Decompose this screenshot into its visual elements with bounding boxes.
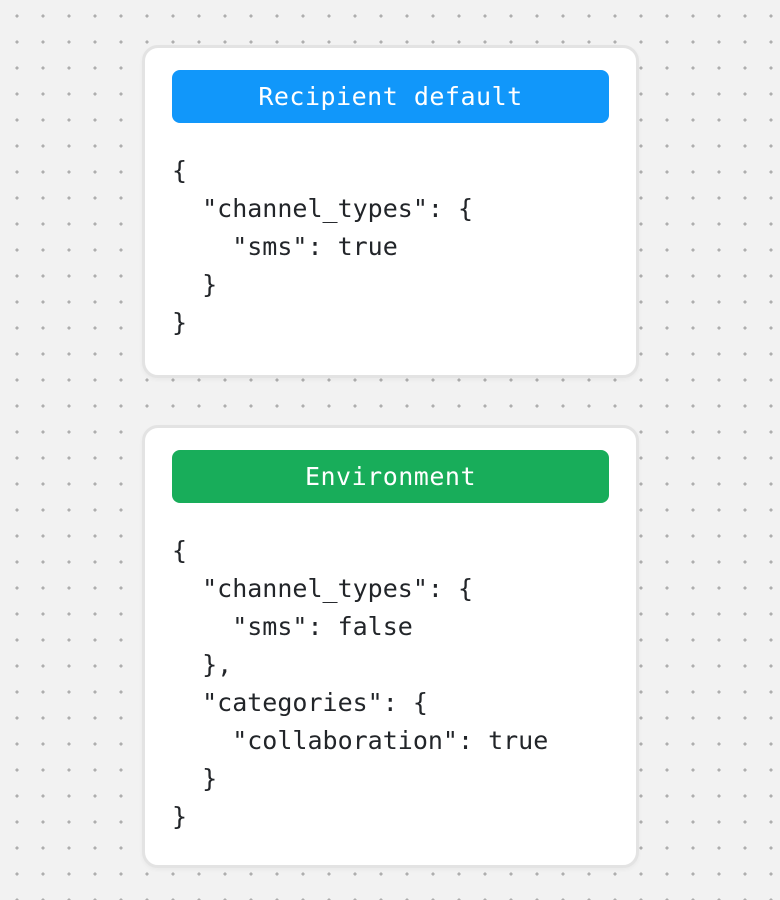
recipient-default-json-code: { "channel_types": { "sms": true } } bbox=[172, 156, 474, 337]
environment-json-code: { "channel_types": { "sms": false }, "ca… bbox=[172, 536, 549, 831]
recipient-default-header-badge: Recipient default bbox=[172, 70, 609, 123]
card-environment: Environment { "channel_types": { "sms": … bbox=[142, 425, 639, 868]
card-recipient-default: Recipient default { "channel_types": { "… bbox=[142, 45, 639, 378]
environment-header-badge: Environment bbox=[172, 450, 609, 503]
